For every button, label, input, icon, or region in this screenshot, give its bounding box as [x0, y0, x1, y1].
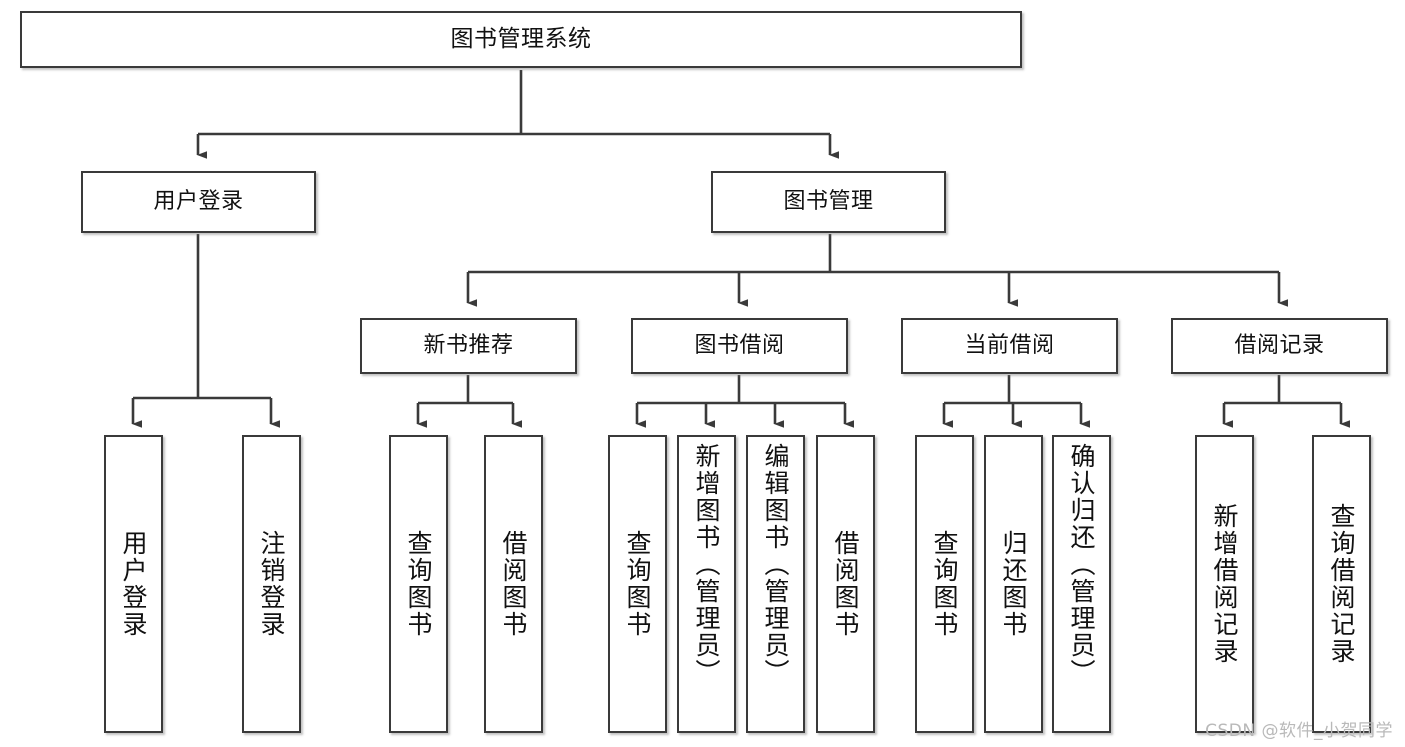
node-user-login-label: 用户登录: [153, 189, 244, 214]
node-leaf-user-login[interactable]: 用户登录: [104, 435, 163, 733]
node-book-manage[interactable]: 图书管理: [711, 171, 946, 233]
node-current-borrow-label: 当前借阅: [964, 333, 1055, 358]
node-leaf-query-book-3-label: 查询图书: [930, 530, 959, 638]
node-borrow-record[interactable]: 借阅记录: [1171, 318, 1388, 374]
node-leaf-add-book[interactable]: 新增图书（管理员）: [677, 435, 736, 733]
node-book-borrow-label: 图书借阅: [694, 333, 785, 358]
node-leaf-query-book-2-label: 查询图书: [623, 530, 652, 638]
node-leaf-confirm-return-label: 确认归还（管理员）: [1067, 443, 1096, 686]
node-leaf-confirm-return[interactable]: 确认归还（管理员）: [1052, 435, 1111, 733]
node-leaf-query-record[interactable]: 查询借阅记录: [1312, 435, 1371, 733]
node-leaf-return-book[interactable]: 归还图书: [984, 435, 1043, 733]
node-user-login[interactable]: 用户登录: [81, 171, 316, 233]
node-root-label: 图书管理系统: [450, 26, 592, 52]
node-leaf-user-logout-label: 注销登录: [257, 530, 286, 638]
node-leaf-return-book-label: 归还图书: [999, 530, 1028, 638]
node-leaf-query-book-1[interactable]: 查询图书: [389, 435, 448, 733]
node-current-borrow[interactable]: 当前借阅: [901, 318, 1118, 374]
node-leaf-edit-book-label: 编辑图书（管理员）: [761, 443, 790, 686]
node-new-book-rec-label: 新书推荐: [423, 333, 514, 358]
node-borrow-record-label: 借阅记录: [1234, 333, 1325, 358]
node-leaf-borrow-book-1[interactable]: 借阅图书: [484, 435, 543, 733]
node-leaf-edit-book[interactable]: 编辑图书（管理员）: [746, 435, 805, 733]
node-leaf-user-logout[interactable]: 注销登录: [242, 435, 301, 733]
node-leaf-borrow-book-2-label: 借阅图书: [831, 530, 860, 638]
node-root[interactable]: 图书管理系统: [20, 11, 1022, 68]
csdn-watermark: CSDN @软件_小贺同学: [1205, 721, 1393, 741]
node-leaf-borrow-book-2[interactable]: 借阅图书: [816, 435, 875, 733]
node-leaf-add-record[interactable]: 新增借阅记录: [1195, 435, 1254, 733]
node-leaf-borrow-book-1-label: 借阅图书: [499, 530, 528, 638]
node-new-book-rec[interactable]: 新书推荐: [360, 318, 577, 374]
node-leaf-query-book-3[interactable]: 查询图书: [915, 435, 974, 733]
node-leaf-add-book-label: 新增图书（管理员）: [692, 443, 721, 686]
node-leaf-query-book-2[interactable]: 查询图书: [608, 435, 667, 733]
node-leaf-query-book-1-label: 查询图书: [404, 530, 433, 638]
node-book-borrow[interactable]: 图书借阅: [631, 318, 848, 374]
node-leaf-add-record-label: 新增借阅记录: [1210, 503, 1239, 665]
node-leaf-query-record-label: 查询借阅记录: [1327, 503, 1356, 665]
node-leaf-user-login-label: 用户登录: [119, 530, 148, 638]
node-book-manage-label: 图书管理: [783, 189, 874, 214]
